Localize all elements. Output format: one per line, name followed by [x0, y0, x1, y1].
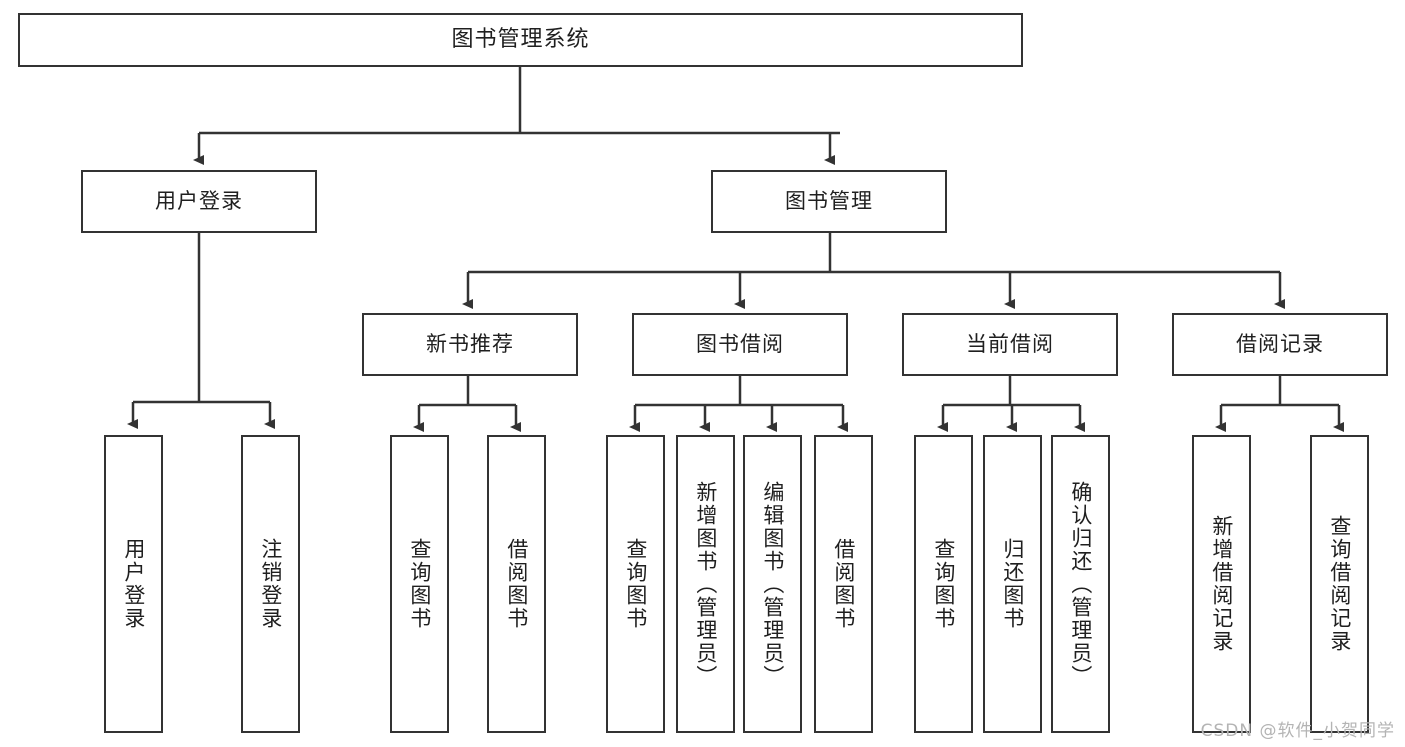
- leaf-user-login-login-label: 用户登录: [121, 538, 146, 630]
- leaf-current-borrow-return-label: 归还图书: [1000, 538, 1025, 630]
- leaf-book-borrow-borrow-label: 借阅图书: [831, 538, 856, 630]
- leaf-book-borrow-borrow[interactable]: 借阅图书: [814, 435, 873, 733]
- leaf-borrow-record-query-label: 查询借阅记录: [1327, 515, 1352, 653]
- leaf-book-borrow-edit[interactable]: 编辑图书（管理员）: [743, 435, 802, 733]
- node-user-login-label: 用户登录: [155, 188, 243, 213]
- node-new-book-recommend[interactable]: 新书推荐: [362, 313, 578, 376]
- leaf-current-borrow-return[interactable]: 归还图书: [983, 435, 1042, 733]
- leaf-book-borrow-edit-label: 编辑图书（管理员）: [760, 480, 785, 688]
- node-root-system-label: 图书管理系统: [451, 26, 590, 52]
- node-borrow-record-label: 借阅记录: [1236, 331, 1324, 356]
- node-book-borrow[interactable]: 图书借阅: [632, 313, 848, 376]
- leaf-new-book-query[interactable]: 查询图书: [390, 435, 449, 733]
- leaf-book-borrow-query-label: 查询图书: [623, 538, 648, 630]
- leaf-new-book-borrow-label: 借阅图书: [504, 538, 529, 630]
- leaf-current-borrow-confirm-label: 确认归还（管理员）: [1068, 480, 1093, 688]
- node-book-manage[interactable]: 图书管理: [711, 170, 947, 233]
- leaf-user-login-logout[interactable]: 注销登录: [241, 435, 300, 733]
- leaf-user-login-logout-label: 注销登录: [258, 538, 283, 630]
- leaf-borrow-record-add[interactable]: 新增借阅记录: [1192, 435, 1251, 733]
- node-book-manage-label: 图书管理: [785, 188, 873, 213]
- leaf-new-book-borrow[interactable]: 借阅图书: [487, 435, 546, 733]
- leaf-borrow-record-add-label: 新增借阅记录: [1209, 515, 1234, 653]
- leaf-current-borrow-query[interactable]: 查询图书: [914, 435, 973, 733]
- leaf-borrow-record-query[interactable]: 查询借阅记录: [1310, 435, 1369, 733]
- node-current-borrow[interactable]: 当前借阅: [902, 313, 1118, 376]
- node-new-book-recommend-label: 新书推荐: [426, 331, 514, 356]
- node-borrow-record[interactable]: 借阅记录: [1172, 313, 1388, 376]
- csdn-watermark: CSDN @软件_小贺同学: [1200, 721, 1395, 741]
- node-book-borrow-label: 图书借阅: [696, 331, 784, 356]
- leaf-new-book-query-label: 查询图书: [407, 538, 432, 630]
- leaf-current-borrow-query-label: 查询图书: [931, 538, 956, 630]
- leaf-book-borrow-add[interactable]: 新增图书（管理员）: [676, 435, 735, 733]
- node-user-login[interactable]: 用户登录: [81, 170, 317, 233]
- leaf-book-borrow-query[interactable]: 查询图书: [606, 435, 665, 733]
- leaf-book-borrow-add-label: 新增图书（管理员）: [693, 480, 718, 688]
- leaf-user-login-login[interactable]: 用户登录: [104, 435, 163, 733]
- node-root-system[interactable]: 图书管理系统: [18, 13, 1023, 67]
- node-current-borrow-label: 当前借阅: [966, 331, 1054, 356]
- leaf-current-borrow-confirm[interactable]: 确认归还（管理员）: [1051, 435, 1110, 733]
